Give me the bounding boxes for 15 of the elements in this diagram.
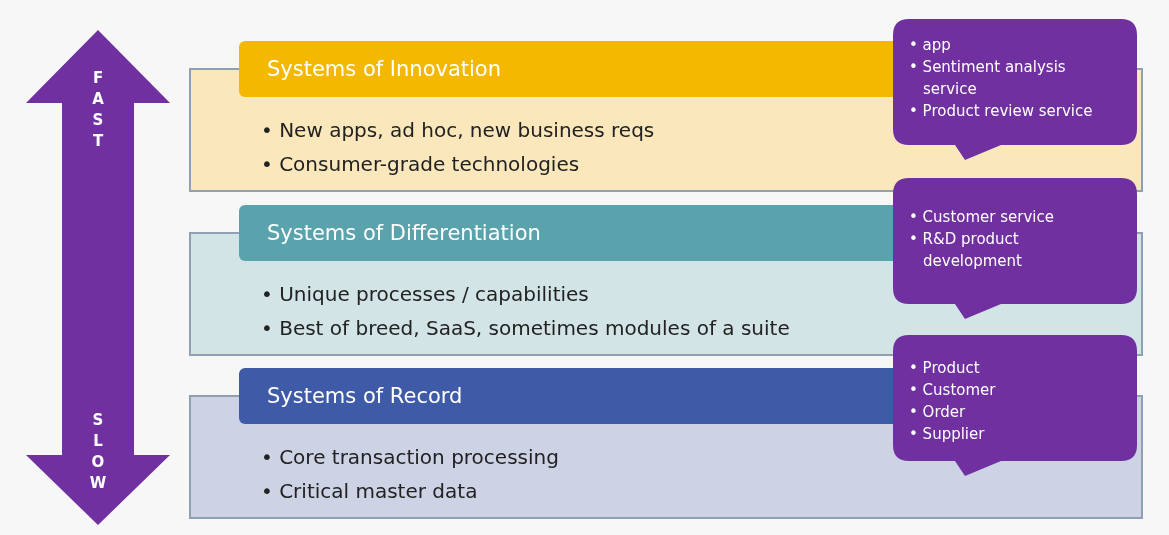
- bullet-item: • Customer: [909, 380, 997, 401]
- bullet-item: • Consumer-grade technologies: [261, 151, 581, 178]
- bullet-item: • Unique processes / capabilities: [261, 281, 590, 308]
- bullet-item: • Critical master data: [261, 478, 479, 505]
- speed-label: FAST: [91, 68, 105, 152]
- callout-bubble: [893, 178, 1137, 319]
- callout-bubble: [893, 335, 1137, 476]
- bullet-item: • Supplier: [909, 424, 986, 445]
- bullet-item: • Order: [909, 402, 967, 423]
- bullet-item: • New apps, ad hoc, new business reqs: [261, 117, 655, 144]
- speed-label: SLOW: [88, 410, 108, 494]
- callout-bubble: [893, 19, 1137, 160]
- bullet-item: • Best of breed, SaaS, sometimes modules of a suite: [261, 315, 790, 342]
- bullet-item: • Product review service: [909, 101, 1094, 122]
- bullet-item: • Core transaction processing: [261, 444, 559, 471]
